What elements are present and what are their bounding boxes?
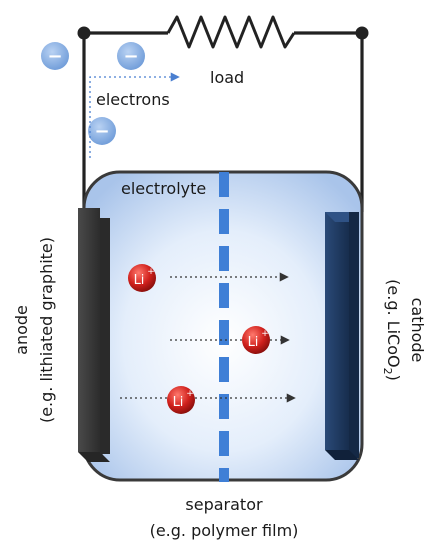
lithium-ion-3: Li + xyxy=(167,386,195,414)
wire-junction-left xyxy=(77,26,91,40)
lithium-ion-2: Li + xyxy=(242,326,270,354)
svg-text:Li: Li xyxy=(173,395,184,410)
anode-label: anode xyxy=(12,305,31,355)
electron-minus-icon: − xyxy=(47,46,62,67)
electron-minus-icon: − xyxy=(123,46,138,67)
load-resistor xyxy=(166,15,296,49)
cathode-label: cathode xyxy=(408,298,427,363)
svg-text:+: + xyxy=(186,389,194,399)
anode-electrode xyxy=(78,208,110,462)
lithium-ion-1: Li + xyxy=(128,264,156,292)
electron-3: − xyxy=(88,117,116,145)
electron-2: − xyxy=(117,42,145,70)
wire-junction-right xyxy=(355,26,369,40)
cathode-electrode xyxy=(325,212,359,460)
circuit-wire xyxy=(82,31,364,212)
electrolyte-label: electrolyte xyxy=(121,179,206,198)
electron-minus-icon: − xyxy=(94,121,109,142)
svg-text:Li: Li xyxy=(248,335,259,350)
svg-text:+: + xyxy=(147,267,155,277)
svg-text:+: + xyxy=(261,329,269,339)
electrons-label: electrons xyxy=(96,90,170,109)
electron-1: − xyxy=(41,42,69,70)
anode-example-label: (e.g. lithiated graphite) xyxy=(37,237,56,423)
electron-flow-arrow xyxy=(89,72,180,158)
cathode-example-label: (e.g. LiCoO2) xyxy=(381,279,403,381)
svg-text:Li: Li xyxy=(134,273,145,288)
separator-label: separator xyxy=(185,495,263,514)
separator-example-label: (e.g. polymer film) xyxy=(150,521,299,540)
load-label: load xyxy=(210,68,244,87)
